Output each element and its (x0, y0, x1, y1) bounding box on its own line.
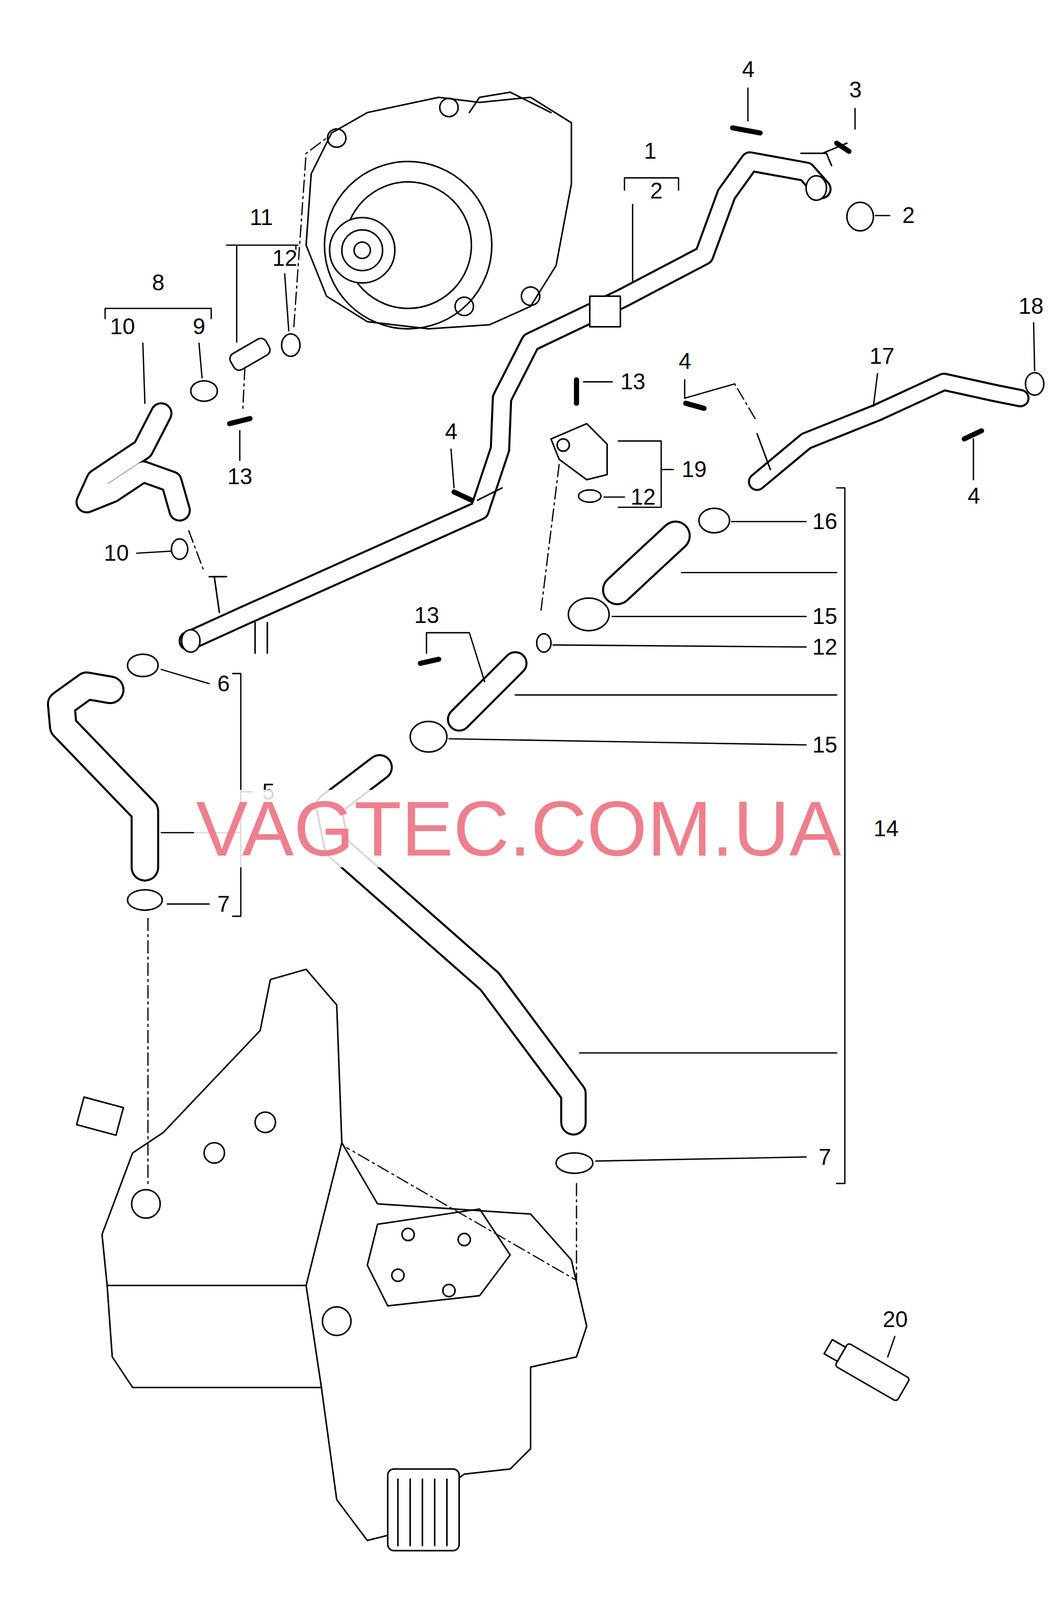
callout-number: 9 (192, 315, 206, 338)
watermark: VAGTEC.COM.UA (193, 790, 844, 868)
alternator (306, 92, 572, 330)
callout-number: 3 (849, 78, 862, 102)
callout-number: 6 (217, 672, 230, 696)
callout-number: 15 (812, 733, 838, 757)
callout-number: 4 (445, 420, 458, 444)
callout-number: 20 (883, 1308, 909, 1332)
callout-number: 4 (678, 350, 692, 373)
callout-number: 18 (1018, 295, 1044, 318)
callout-number: 7 (818, 1146, 831, 1169)
callout-number: 13 (414, 604, 440, 627)
callout-number: 10 (104, 542, 130, 565)
callout-number: 15 (812, 605, 838, 628)
callout-number: 19 (681, 458, 707, 481)
callout-number: 12 (630, 485, 656, 509)
callout-number: 12 (272, 247, 298, 270)
callout-number: 2 (650, 179, 663, 203)
oil-filter-housing (76, 969, 587, 1552)
callout-number: 4 (742, 58, 755, 81)
callout-number: 13 (620, 370, 646, 394)
callout-number: 17 (869, 345, 895, 368)
callout-number: 12 (812, 635, 838, 659)
callout-number: 14 (873, 817, 899, 841)
callout-number: 16 (812, 510, 838, 533)
callout-number: 13 (227, 465, 253, 488)
callout-number: 1 (644, 139, 657, 163)
callout-number: 10 (110, 315, 136, 338)
callout-number: 2 (902, 204, 915, 227)
callout-number: 4 (967, 484, 981, 508)
callout-number: 11 (249, 206, 274, 229)
callout-number: 8 (152, 271, 165, 295)
callout-number: 7 (217, 893, 230, 916)
